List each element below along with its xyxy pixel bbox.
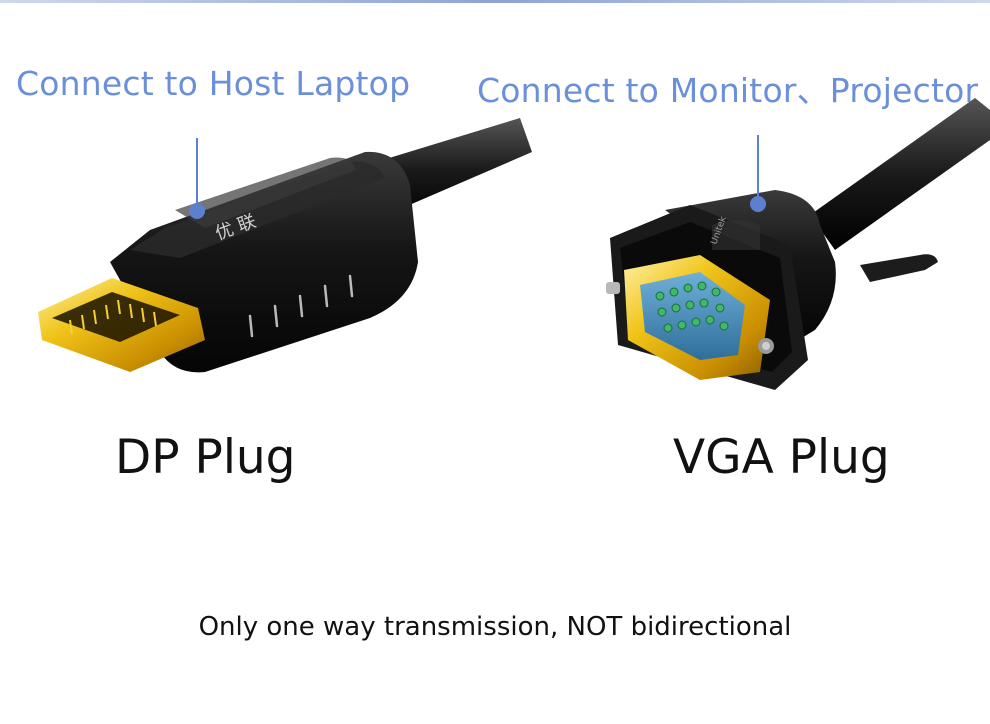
vga-plug-label: VGA Plug xyxy=(673,430,890,485)
dp-plug-label: DP Plug xyxy=(115,430,296,485)
callout-host-laptop: Connect to Host Laptop xyxy=(16,64,411,103)
vga-pin-block xyxy=(640,272,745,360)
dp-pointer xyxy=(189,138,205,219)
dp-gold-contacts xyxy=(38,278,205,372)
vga-screws xyxy=(606,282,774,354)
top-divider-line xyxy=(0,0,990,3)
transmission-note: Only one way transmission, NOT bidirecti… xyxy=(198,612,792,642)
vga-pointer xyxy=(750,135,766,212)
callout-monitor-projector: Connect to Monitor、Projector xyxy=(477,71,979,110)
vga-cable xyxy=(810,98,990,282)
